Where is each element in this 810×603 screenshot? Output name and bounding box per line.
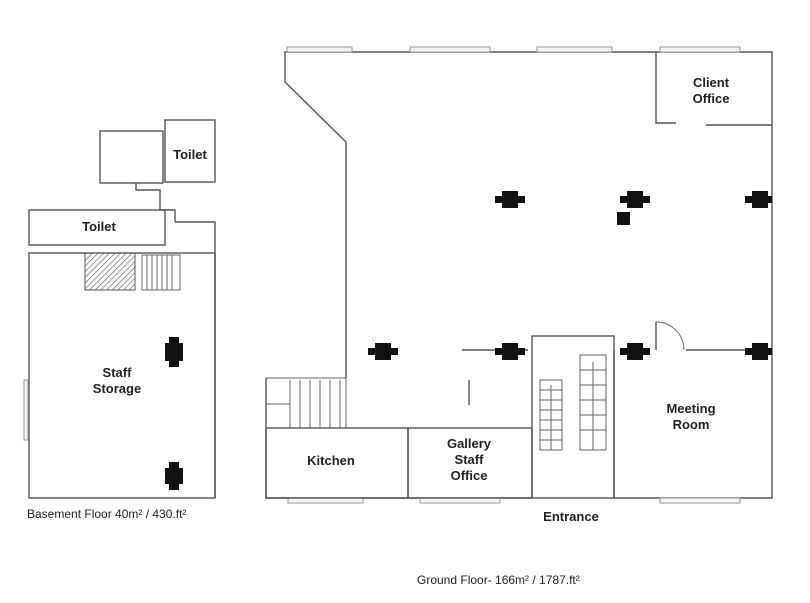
room-label-staff-storage: Staff Storage <box>76 365 158 397</box>
window-top-3 <box>536 46 613 53</box>
window-top-4 <box>659 46 741 53</box>
basement-plan <box>23 119 216 499</box>
basement-column-2 <box>165 462 183 490</box>
room-label-entrance: Entrance <box>543 509 599 524</box>
caption-ground-floor-area: Ground Floor- 166m² / 1787.ft² <box>417 573 580 587</box>
meeting-room-line2: Room <box>672 417 710 432</box>
staff-storage-line1: Staff <box>102 365 132 380</box>
client-office-line2: Office <box>692 91 730 106</box>
entrance-stair <box>539 354 607 451</box>
client-office-wall <box>655 52 676 124</box>
room-label-kitchen: Kitchen <box>307 453 355 468</box>
gallery-line2: Staff <box>454 452 484 467</box>
ground-column-5 <box>495 343 525 360</box>
client-office-line1: Client <box>692 75 730 90</box>
window-bottom-1 <box>287 497 364 504</box>
basement-upper-room <box>99 130 164 184</box>
staff-storage-line2: Storage <box>92 381 142 396</box>
room-label-basement-toilet-left: Toilet <box>82 219 116 234</box>
ground-column-7 <box>745 343 772 360</box>
ground-floor-plan <box>265 46 773 504</box>
window-top-1 <box>286 46 353 53</box>
ground-column-small <box>617 212 630 225</box>
ground-column-2 <box>620 191 650 208</box>
gallery-line1: Gallery <box>446 436 492 451</box>
room-label-basement-toilet-top: Toilet <box>173 147 207 162</box>
basement-toilet-top-room <box>164 119 216 183</box>
ground-column-1 <box>495 191 525 208</box>
basement-toilet-left-room <box>28 209 166 246</box>
room-label-client-office: Client Office <box>680 75 742 107</box>
ground-outer-wall <box>284 51 773 499</box>
kitchen-stair <box>266 377 347 428</box>
room-label-gallery-staff-office: Gallery Staff Office <box>432 436 506 484</box>
window-top-2 <box>409 46 491 53</box>
window-bottom-2 <box>419 497 501 504</box>
room-label-meeting-room: Meeting Room <box>655 401 727 433</box>
ground-column-4 <box>368 343 398 360</box>
entrance-stair-core <box>531 335 615 499</box>
ground-column-3 <box>745 191 772 208</box>
basement-hatched-shaft <box>84 252 136 291</box>
meeting-room-line1: Meeting <box>666 401 716 416</box>
ground-column-6 <box>620 343 650 360</box>
window-bottom-3 <box>659 497 741 504</box>
basement-column-1 <box>165 337 183 367</box>
gallery-line3: Office <box>450 468 488 483</box>
basement-window-left <box>23 379 29 441</box>
meeting-room-door-swing <box>655 321 685 351</box>
basement-stair <box>141 254 181 291</box>
caption-basement-area: Basement Floor 40m² / 430.ft² <box>27 507 187 521</box>
basement-connector-wall <box>135 183 176 222</box>
